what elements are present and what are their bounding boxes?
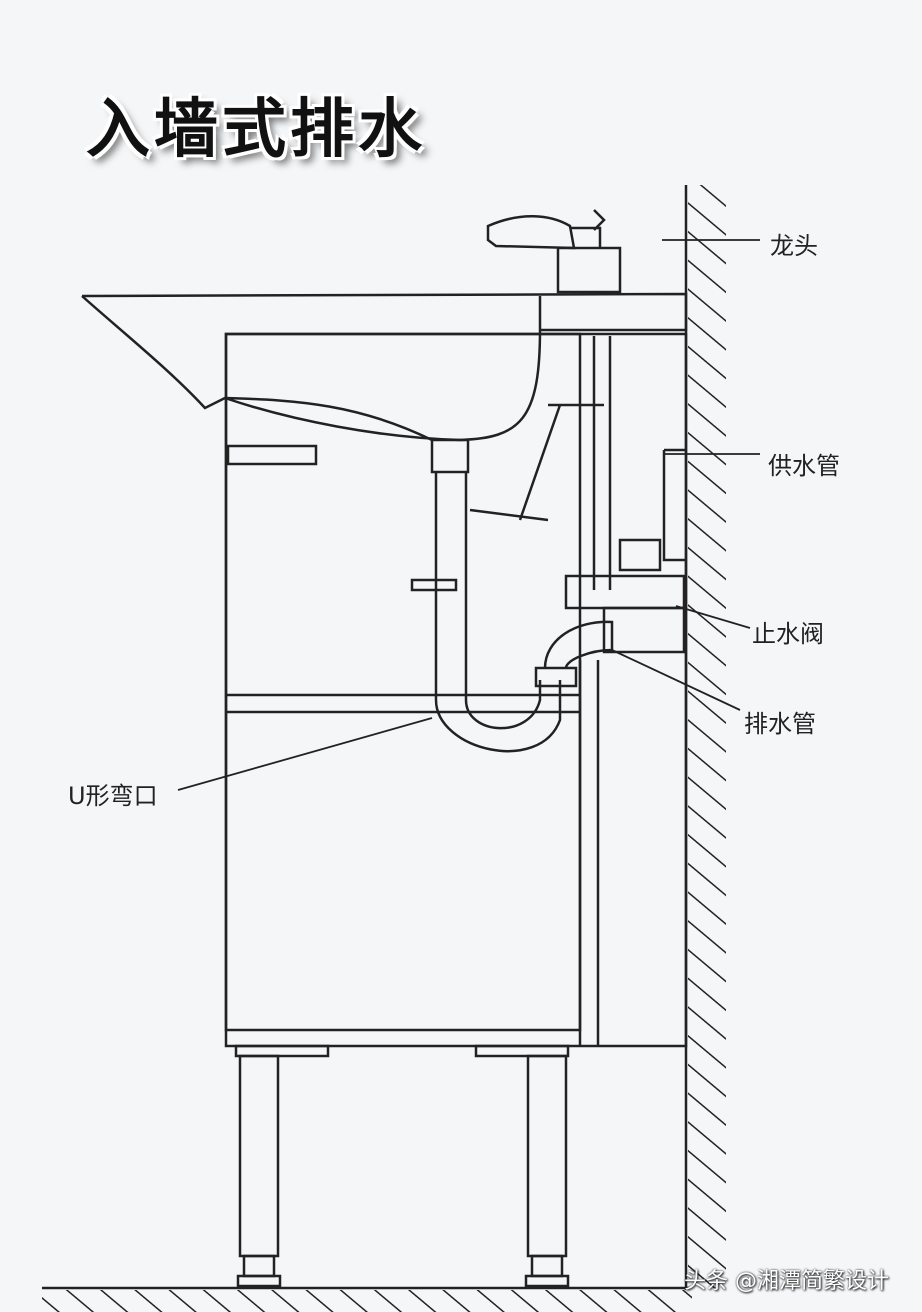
watermark: 头条 @湘潭简繁设计 xyxy=(684,1269,889,1294)
cabinet-legs xyxy=(234,1044,570,1288)
floor xyxy=(42,1286,692,1312)
label-u-bend: U形弯口 xyxy=(68,782,158,810)
supply-valve xyxy=(469,336,686,654)
label-faucet: 龙头 xyxy=(770,232,818,260)
basin xyxy=(81,292,688,442)
faucet xyxy=(486,209,622,294)
label-drain-pipe: 排水管 xyxy=(744,710,816,738)
cabinet xyxy=(224,332,688,1048)
drain-assembly xyxy=(430,438,614,753)
wall xyxy=(684,185,726,1290)
leader-lines xyxy=(177,239,760,791)
label-stop-valve: 止水阀 xyxy=(752,620,824,648)
label-supply-pipe: 供水管 xyxy=(768,452,840,480)
page-title: 入墙式排水 xyxy=(86,93,426,167)
